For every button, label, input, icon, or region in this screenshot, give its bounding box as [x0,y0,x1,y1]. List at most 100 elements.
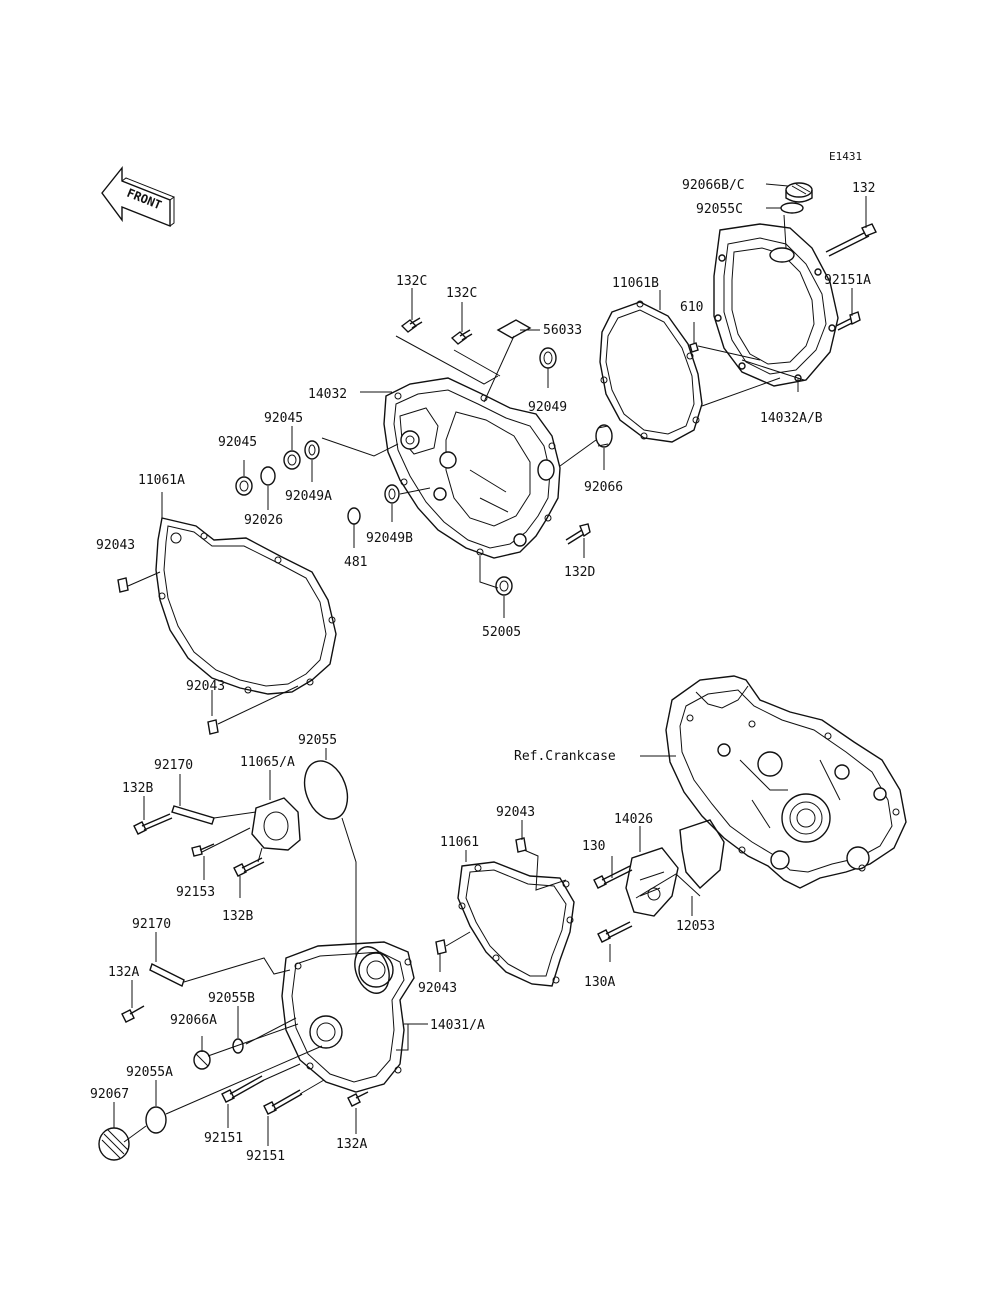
label-92045-lower: 92045 [218,435,257,450]
label-92045-upper: 92045 [264,411,303,426]
label-132c-2: 132C [446,286,477,301]
label-56033: 56033 [543,323,582,338]
seal-92049a [304,440,320,460]
leader-lines [113,183,867,1146]
label-92055b: 92055B [208,991,255,1006]
label-92151-right: 92151 [246,1149,285,1164]
bolt-132c-1 [400,317,423,333]
plug-92066a [193,1050,211,1070]
label-132a-bottom: 132A [336,1137,367,1152]
label-11061b: 11061B [612,276,659,291]
plate-92170-2 [149,963,185,987]
dowel-92043-4 [515,837,527,853]
bolt-92151-2 [263,1089,303,1115]
label-92066: 92066 [584,480,623,495]
seal-92066 [595,424,613,448]
label-92151a: 92151A [824,273,871,288]
label-92043-center: 92043 [496,805,535,820]
plate-92170-1 [171,805,215,825]
circlip-481 [347,507,361,525]
bearing-92045-2 [283,450,301,470]
washer-92026 [260,466,276,486]
bolt-132b-2 [233,857,265,877]
label-11061: 11061 [440,835,479,850]
dowel-92043-1 [117,577,129,593]
label-92055: 92055 [298,733,337,748]
bearing-92045-1 [235,476,253,496]
label-12053: 12053 [676,919,715,934]
label-14032ab: 14032A/B [760,411,823,426]
part-labels: 92066B/C 132 92055C 92151A 11061B 610 14… [90,178,875,1164]
oring-92055a [145,1106,167,1134]
label-481: 481 [344,555,367,570]
oring-92055c [780,202,804,214]
label-56033 [496,319,532,339]
cover-11065a [251,797,301,851]
label-130a: 130A [584,975,615,990]
label-11061a: 11061A [138,473,185,488]
plug-92067 [98,1127,130,1161]
bolt-132 [825,223,877,257]
bolt-92153 [191,843,215,857]
plate-12053 [679,819,725,889]
bolt-132b-1 [133,813,173,835]
label-132b-top: 132B [122,781,153,796]
label-92151-left: 92151 [204,1131,243,1146]
filler-cap-92066bc [785,182,813,203]
label-92049a: 92049A [285,489,332,504]
label-92043-left: 92043 [96,538,135,553]
label-92066bc: 92066B/C [682,178,745,193]
label-52005: 52005 [482,625,521,640]
seal-92049b [384,484,400,504]
bolt-92151-1 [221,1075,265,1103]
dowel-92043-3 [435,939,447,955]
guide-14026 [625,847,679,917]
cover-14031a [281,941,415,1093]
gasket-11061a [155,517,337,695]
label-132c-1: 132C [396,274,427,289]
crankcase-reference [665,675,907,889]
label-14026: 14026 [614,812,653,827]
label-92049: 92049 [528,400,567,415]
label-92049b: 92049B [366,531,413,546]
bolt-130 [593,865,633,889]
label-92067: 92067 [90,1087,129,1102]
bolt-130a [597,921,633,943]
bolt-132c-2 [450,329,473,345]
label-92066a: 92066A [170,1013,217,1028]
dowel-610 [689,342,699,353]
oring-92055b [232,1038,244,1054]
bearing-52005 [495,576,513,596]
label-130: 130 [582,839,605,854]
label-92170-bottom: 92170 [132,917,171,932]
label-92055a: 92055A [126,1065,173,1080]
diagram-id: E1431 [829,150,862,163]
bolt-92151a [835,311,861,331]
gasket-11061 [457,861,575,987]
label-92170-top: 92170 [154,758,193,773]
bolt-132a-1 [121,1005,145,1023]
label-14031a: 14031/A [430,1018,485,1033]
bolt-132d [565,523,591,545]
bolt-132a-2 [347,1091,369,1107]
front-arrow-icon: FRONT [101,166,176,228]
cover-14032 [383,377,561,559]
gasket-11061b [599,300,703,443]
label-14032: 14032 [308,387,347,402]
label-610: 610 [680,300,703,315]
label-132d: 132D [564,565,595,580]
label-11065a: 11065/A [240,755,295,770]
label-ref-crankcase: Ref.Crankcase [514,749,616,764]
label-92043-mid: 92043 [186,679,225,694]
seal-92049 [539,347,557,369]
label-92153: 92153 [176,885,215,900]
oring-92055 [303,760,349,820]
label-92043-right: 92043 [418,981,457,996]
label-132b-bottom: 132B [222,909,253,924]
label-132a-left: 132A [108,965,139,980]
dowel-92043-2 [207,719,219,735]
label-132-top: 132 [852,181,875,196]
label-92055c: 92055C [696,202,743,217]
label-92026: 92026 [244,513,283,528]
